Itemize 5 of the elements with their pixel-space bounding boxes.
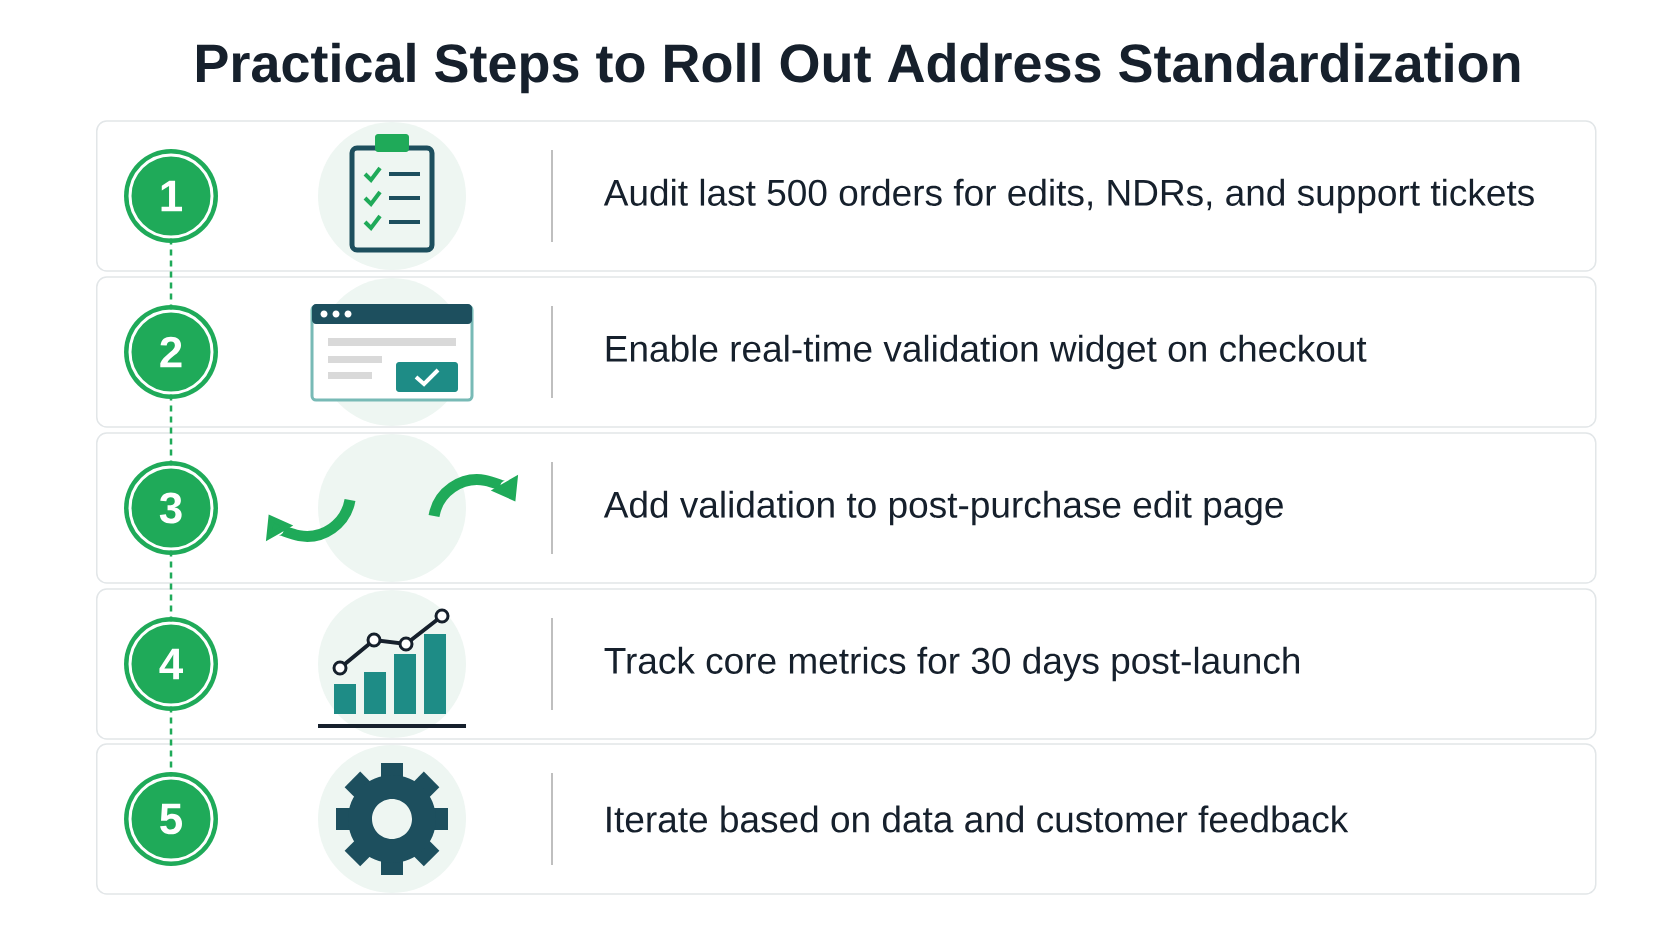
title: Practical Steps to Roll Out Address Standardization [197,42,1520,94]
dashed-connector [169,394,173,466]
dashed-connector [169,706,173,777]
dashed-connector [169,238,173,310]
dashed-connector [169,550,173,622]
